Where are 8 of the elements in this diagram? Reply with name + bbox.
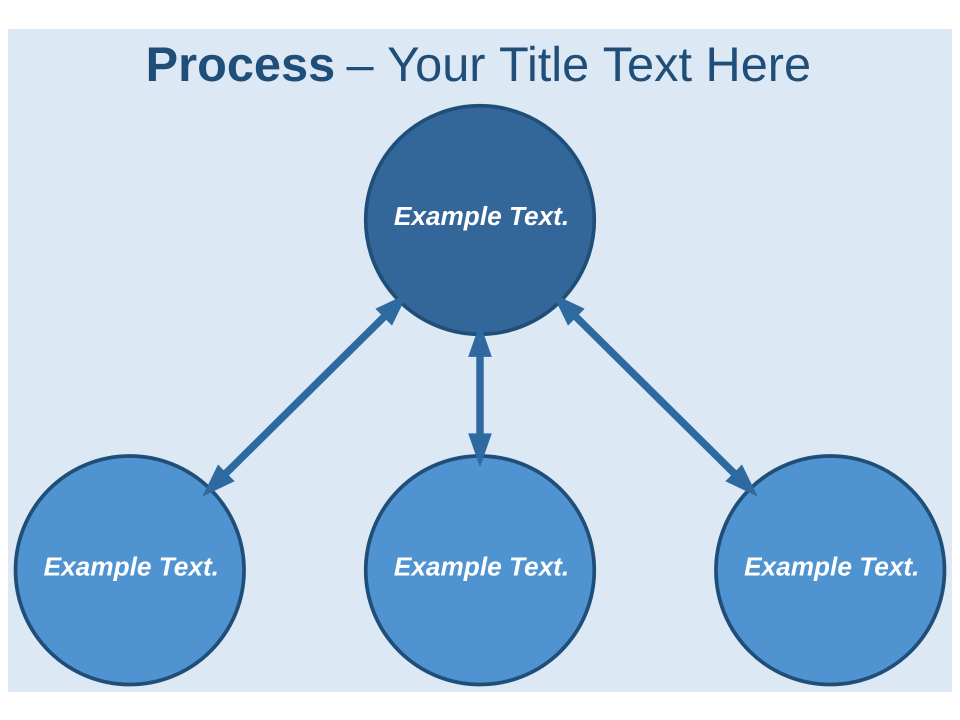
arrow: [202, 292, 408, 496]
node-circle: Example Text.: [364, 454, 596, 686]
node-circle: Example Text.: [14, 454, 246, 686]
diagram-title: Process – Your Title Text Here: [146, 38, 812, 92]
node-circle: Example Text.: [364, 103, 596, 336]
arrow: [552, 292, 758, 496]
arrow: [468, 322, 492, 467]
node-circle: Example Text.: [714, 454, 946, 686]
